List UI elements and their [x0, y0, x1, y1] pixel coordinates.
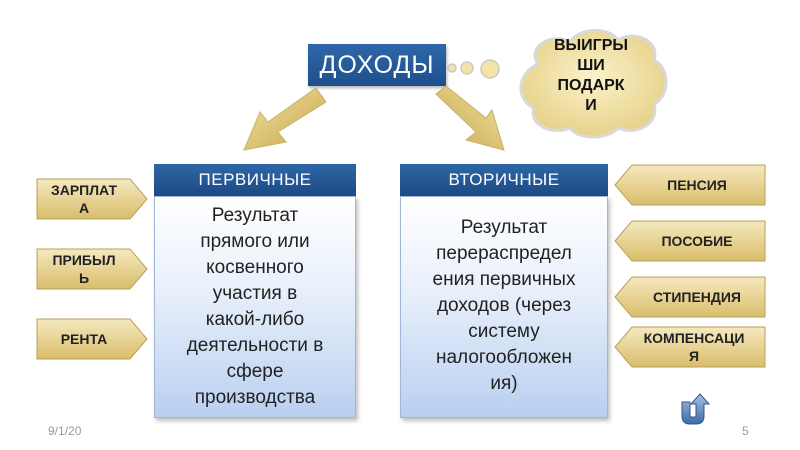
tag-profit-line-2: Ь [78, 270, 90, 286]
left-arrow-tag-icon [614, 220, 766, 262]
right-arrow-tag-icon [36, 318, 148, 360]
cloud-line-4: И [585, 97, 597, 114]
primary-line: косвенного [206, 257, 304, 278]
thought-bubbles [447, 59, 500, 79]
primary-line: прямого или [200, 231, 310, 252]
tag-pension-line-1: ПЕНСИЯ [667, 177, 727, 193]
left-arrow-tag-icon [614, 326, 766, 368]
tag-stipend: СТИПЕНДИЯ [614, 276, 766, 318]
tag-compensation-line-1: КОМПЕНСАЦИ [643, 330, 745, 346]
cloud-line-3: ПОДАРК [557, 77, 625, 94]
primary-line: сфере [226, 361, 284, 382]
tag-stipend-line-1: СТИПЕНДИЯ [653, 289, 741, 305]
secondary-line: перераспредел [436, 243, 572, 264]
tag-salary: ЗАРПЛАТ А [36, 178, 148, 220]
secondary-header: ВТОРИЧНЫЕ [400, 164, 608, 196]
tag-profit-line-1: ПРИБЫЛ [52, 252, 116, 268]
cloud-line-1: ВЫИГРЫ [553, 37, 629, 54]
left-arrow-tag-icon [614, 164, 766, 206]
cloud-line-2: ШИ [577, 57, 605, 74]
secondary-description: Результат перераспредел ения первичных д… [400, 196, 608, 418]
primary-line: Результат [211, 205, 299, 226]
tag-pension: ПЕНСИЯ [614, 164, 766, 206]
secondary-line: налогообложен [435, 347, 573, 368]
primary-line: деятельности в [186, 335, 324, 356]
right-arrow-tag-icon [36, 248, 148, 290]
tag-profit: ПРИБЫЛ Ь [36, 248, 148, 290]
footer-date: 9/1/20 [48, 424, 82, 438]
primary-line: участия в [212, 283, 298, 304]
cloud-icon [519, 29, 668, 139]
secondary-line: Результат [460, 217, 548, 238]
primary-header-text: ПЕРВИЧНЫЕ [198, 170, 312, 189]
secondary-line: систему [468, 321, 540, 342]
secondary-line: ения первичных [432, 269, 576, 290]
winnings-gifts-cloud: ВЫИГРЫ ШИ ПОДАРК И [508, 24, 674, 142]
primary-header: ПЕРВИЧНЫЕ [154, 164, 356, 196]
arrow-to-secondary-icon [435, 85, 505, 151]
tag-compensation-line-2: Я [688, 348, 700, 364]
tag-benefit-line-1: ПОСОБИЕ [661, 233, 733, 249]
tag-rent: РЕНТА [36, 318, 148, 360]
left-arrow-tag-icon [614, 276, 766, 318]
tag-salary-line-1: ЗАРПЛАТ [50, 182, 118, 198]
u-turn-arrow-icon[interactable] [676, 392, 712, 428]
primary-line: какой-либо [205, 309, 305, 330]
page-number: 5 [742, 424, 749, 438]
right-arrow-tag-icon [36, 178, 148, 220]
secondary-line: ия) [490, 373, 518, 394]
arrow-to-primary-icon [243, 87, 327, 151]
tag-benefit: ПОСОБИЕ [614, 220, 766, 262]
secondary-header-text: ВТОРИЧНЫЕ [448, 170, 560, 189]
tag-rent-line-1: РЕНТА [60, 331, 108, 347]
title-text: ДОХОДЫ [319, 50, 435, 79]
tag-compensation: КОМПЕНСАЦИ Я [614, 326, 766, 368]
secondary-line: доходов (через [436, 295, 572, 316]
tag-salary-line-2: А [78, 200, 90, 216]
primary-description: Результат прямого или косвенного участия… [154, 196, 356, 418]
primary-line: производства [194, 387, 316, 408]
title-box: ДОХОДЫ [308, 44, 446, 86]
